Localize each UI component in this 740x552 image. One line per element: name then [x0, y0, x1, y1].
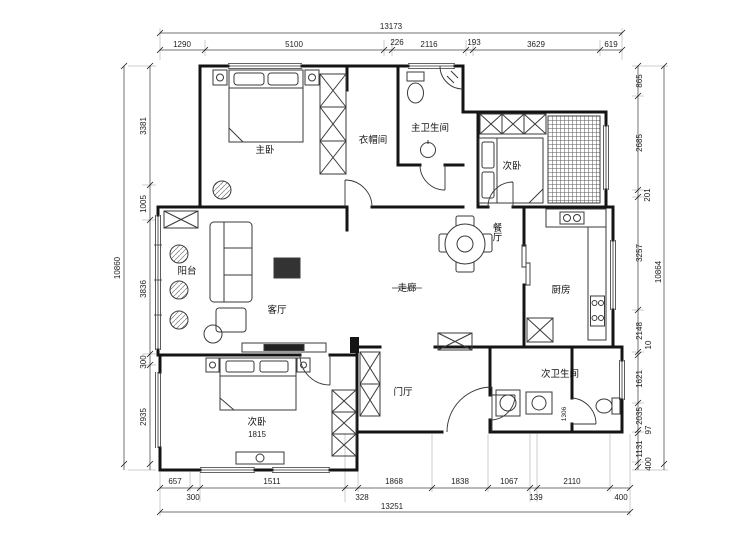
dim-bottom2-3: 400 [614, 493, 628, 502]
label-bedroom-top: 次卧 [502, 160, 522, 172]
label-dining-room: 餐厅 [491, 222, 503, 242]
dim-right-2: 201 [643, 188, 652, 202]
dimension-labels: 13173 1290 5100 226 2116 193 3629 619 65… [113, 22, 663, 511]
label-master-bedroom: 主卧 [255, 144, 275, 156]
dim-bottom-2: 1868 [385, 477, 403, 486]
dim-top-4: 193 [467, 38, 481, 47]
label-foyer: 门厅 [393, 386, 413, 398]
master-bath-door [419, 164, 446, 191]
dim-left-0: 3381 [139, 117, 148, 135]
dim-left-total: 10860 [113, 256, 122, 279]
master-bedroom-door [344, 179, 373, 208]
kitchen-fixtures [526, 208, 607, 343]
dim-bottom2-0: 300 [186, 493, 200, 502]
label-bath-inner-dim: 1306 [561, 406, 568, 421]
label-balcony: 阳台 [177, 265, 196, 277]
dim-bottom-5: 2110 [563, 477, 581, 486]
entry-door [446, 386, 493, 433]
dim-top-0: 1290 [173, 40, 191, 49]
bedroom-bottom-door [299, 354, 331, 386]
dim-bottom-0: 657 [168, 477, 182, 486]
dim-right-0: 865 [635, 74, 644, 88]
dim-left-2: 3836 [139, 280, 148, 298]
balcony-plants [169, 244, 189, 330]
dim-bottom2-2: 139 [529, 493, 543, 502]
dim-right-10: 400 [644, 457, 653, 471]
label-master-bathroom: 主卫生间 [411, 122, 449, 134]
label-closet: 衣帽间 [359, 134, 388, 146]
foyer-furniture [359, 332, 473, 417]
dim-top-1: 5100 [285, 40, 303, 49]
dim-right-6: 1621 [635, 370, 644, 388]
dim-right-4: 2148 [635, 322, 644, 340]
dim-top-total: 13173 [380, 22, 403, 31]
dim-right-3: 3257 [635, 244, 644, 262]
label-bedroom-bottom: 次卧 [247, 416, 267, 428]
dim-right-7: 2035 [635, 407, 644, 425]
living-room-furniture [163, 210, 327, 353]
windows [154, 63, 625, 473]
label-second-bathroom: 次卫生间 [541, 368, 579, 380]
dim-right-8: 97 [644, 425, 653, 434]
dim-bottom-total: 13251 [381, 502, 404, 511]
dim-bottom-1: 1511 [263, 477, 281, 486]
room-labels: 主卧 衣帽间 主卫生间 次卧 阳台 客厅 走廊 餐厅 厨房 门厅 次卫生间 次卧… [177, 122, 579, 439]
bedroom-bottom-furniture [205, 357, 357, 465]
dim-bottom2-1: 328 [355, 493, 369, 502]
master-bath-fixtures [406, 65, 464, 158]
dim-top-6: 619 [604, 40, 618, 49]
dim-left-3: 300 [139, 355, 148, 369]
dim-right-9: 1131 [635, 440, 644, 458]
dim-bottom-3: 1838 [451, 477, 469, 486]
dim-top-5: 3629 [527, 40, 545, 49]
label-living-room: 客厅 [267, 304, 287, 316]
dim-left-1: 1005 [139, 195, 148, 213]
furniture [163, 65, 621, 465]
dim-top-2: 226 [390, 38, 404, 47]
kitchen-sliding-door [521, 244, 531, 286]
dim-right-1: 2685 [635, 134, 644, 152]
dim-top-3: 2116 [420, 40, 438, 49]
doors [299, 164, 597, 433]
dim-bottom-4: 1067 [500, 477, 518, 486]
dimension-lines [120, 29, 668, 516]
master-bedroom-furniture [212, 69, 347, 200]
bath-partition-door [571, 397, 597, 425]
dim-right-total: 10864 [654, 260, 663, 283]
dim-right-5: 10 [644, 340, 653, 349]
label-bedroom-bottom-width: 1815 [248, 430, 266, 439]
dim-left-4: 2935 [139, 408, 148, 426]
dining-furniture [438, 215, 493, 273]
label-kitchen: 厨房 [551, 284, 570, 296]
second-bath-fixtures [495, 389, 621, 417]
bedroom-top-furniture [478, 113, 601, 204]
